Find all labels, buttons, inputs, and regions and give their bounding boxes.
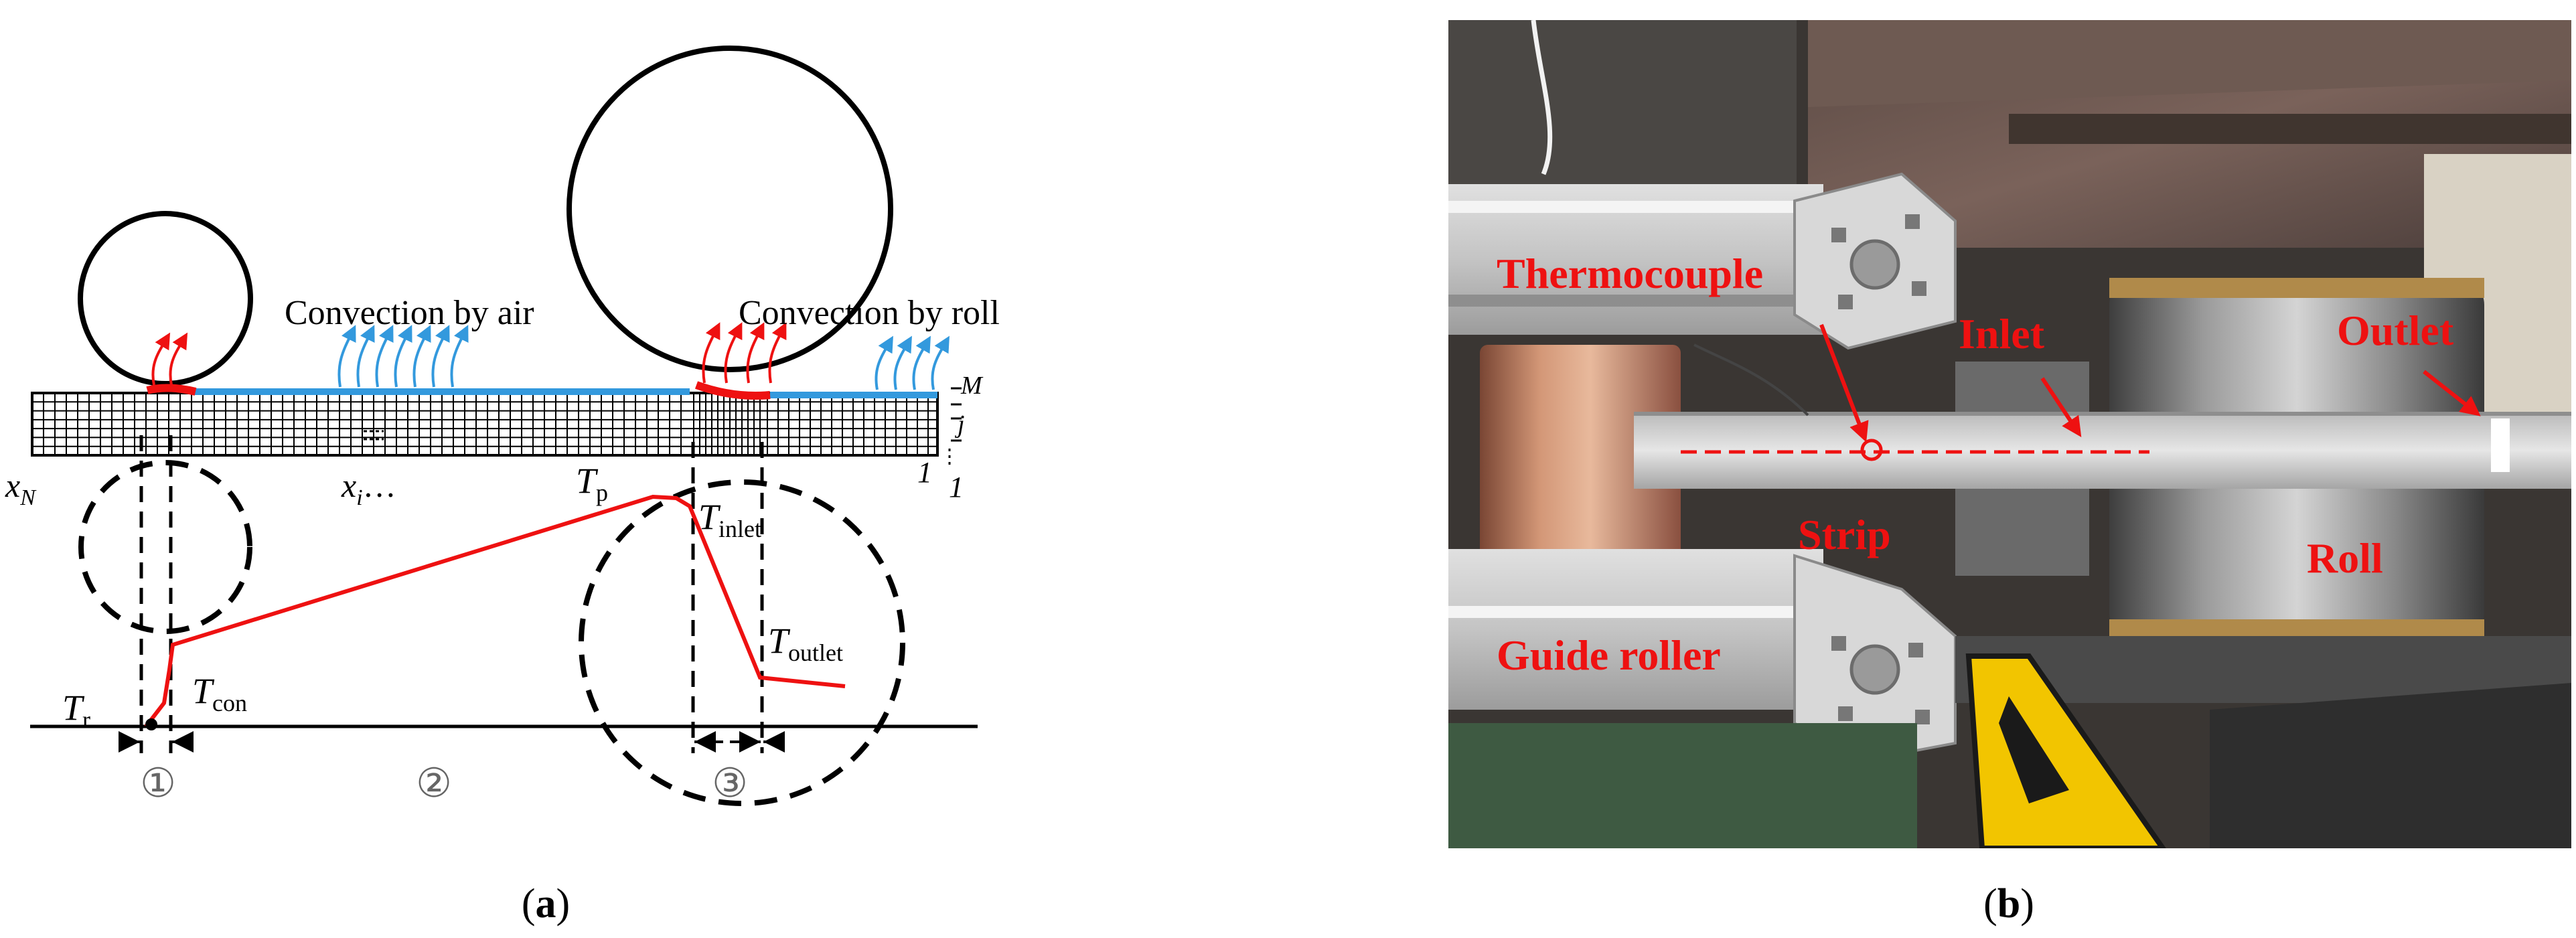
large-roll-dashed [579, 479, 905, 806]
small-roll-contact [146, 384, 197, 396]
x-i-label: xi… [341, 467, 396, 510]
convection-by-roll-label: Convection by roll [739, 294, 1000, 332]
mesh-label-j: j [954, 410, 965, 439]
caption-a: (a) [522, 881, 570, 927]
exit-air-arrows [875, 335, 950, 390]
thermocouple-label: Thermocouple [1497, 250, 1763, 297]
air-convection-arrows [337, 325, 469, 388]
roll-label: Roll [2307, 534, 2383, 582]
small-roll [78, 211, 253, 386]
mesh-label-1b: 1 [949, 471, 964, 503]
mesh-label-1a: 1 [917, 456, 932, 489]
panel-b-photo [1448, 20, 2571, 848]
T-con-label: Tcon [192, 671, 247, 716]
copper-guide-roller [1480, 345, 1681, 589]
x-N-label: xN [5, 467, 37, 510]
zone-2-label: ② [416, 761, 452, 805]
thermocouple-point [1860, 439, 1883, 461]
temperature-curve [144, 494, 846, 728]
bottom-profile-end [1793, 554, 1957, 765]
photo-annotations: Thermocouple Inlet Outlet Strip Roll Gui… [1497, 250, 2481, 679]
large-roll [566, 46, 893, 372]
roll-convection-arrows-large [702, 322, 787, 384]
mesh-label-M: M [960, 372, 984, 400]
small-roll-dashed [78, 460, 252, 634]
inlet-label: Inlet [1959, 310, 2045, 358]
T-p-label: Tp [576, 461, 608, 506]
guide-roller-label: Guide roller [1497, 631, 1721, 679]
strip-label: Strip [1798, 511, 1891, 558]
zone-3-label: ③ [712, 761, 748, 805]
strip-mesh [31, 392, 939, 457]
zone-guides [139, 435, 764, 753]
caption-b: (b) [1983, 881, 2034, 927]
outlet-label: Outlet [2337, 307, 2454, 354]
large-roll-contact [694, 381, 771, 400]
panel-a-diagram: Convection by air Convection by roll M j… [5, 46, 1000, 927]
T-inlet-label: Tinlet [698, 497, 761, 542]
T-r-label: Tr [62, 688, 90, 733]
convection-by-air-label: Convection by air [285, 294, 534, 332]
zone-1-label: ① [140, 761, 176, 805]
roll-convection-arrows-small [151, 332, 188, 386]
top-profile-end [1793, 172, 1957, 350]
T-outlet-label: Toutlet [768, 621, 843, 666]
